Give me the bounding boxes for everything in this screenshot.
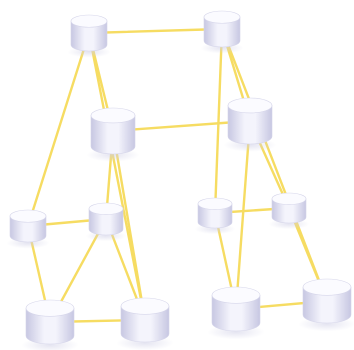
node-body [70, 20, 108, 52]
node-n12 [298, 278, 354, 332]
node-top [227, 97, 273, 114]
node-top [211, 286, 261, 304]
edge-n3-n8 [111, 129, 147, 322]
node-body [90, 115, 136, 155]
node-top [120, 297, 170, 315]
node-body [9, 215, 47, 243]
node-n9 [194, 197, 236, 235]
node-n1 [67, 14, 111, 58]
node-n4 [223, 97, 277, 152]
node-body [271, 198, 307, 224]
node-n7 [21, 299, 79, 350]
node-top [70, 14, 108, 28]
node-n2 [200, 10, 244, 54]
nodes-layer [6, 10, 354, 350]
edge-n1-n5 [26, 31, 91, 228]
node-top [90, 107, 136, 124]
edge-n3-n4 [111, 119, 252, 133]
node-top [9, 209, 47, 223]
node-n8 [116, 297, 174, 350]
node-n11 [207, 286, 265, 340]
node-body [197, 203, 233, 229]
node-top [25, 299, 75, 317]
node-top [302, 278, 352, 296]
node-body [227, 105, 273, 145]
edge-n1-n2 [87, 27, 224, 35]
node-n10 [268, 192, 310, 230]
edge-n2-n9 [213, 27, 224, 215]
edge-n4-n11 [234, 119, 252, 311]
node-body [120, 305, 170, 343]
node-n5 [6, 209, 50, 249]
node-body [302, 286, 352, 324]
node-body [211, 294, 261, 332]
edges-layer [26, 27, 329, 324]
node-top [203, 10, 241, 24]
node-top [271, 192, 307, 205]
node-n3 [86, 107, 140, 162]
node-top [88, 202, 124, 215]
node-body [203, 16, 241, 48]
edge-n1-n8 [87, 31, 147, 322]
node-body [88, 208, 124, 236]
node-body [25, 307, 75, 345]
node-top [197, 197, 233, 210]
node-n6 [85, 202, 127, 242]
